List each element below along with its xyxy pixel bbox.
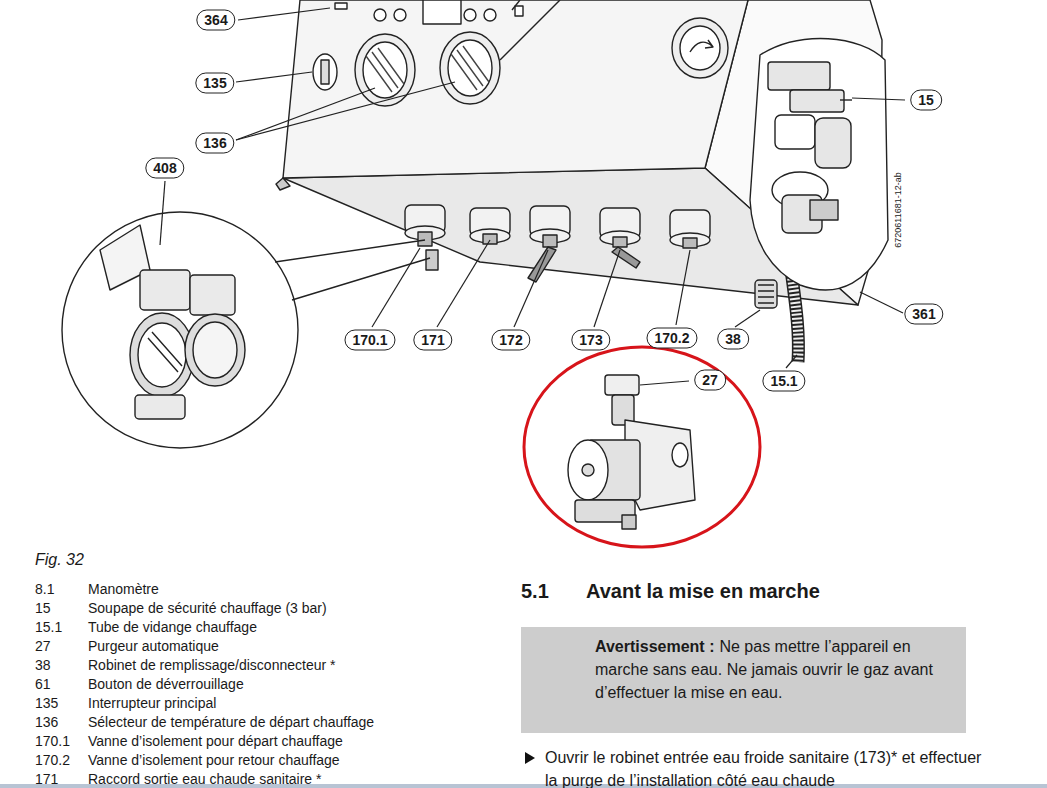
callout-number: 364 (196, 10, 235, 31)
section-title: Avant la mise en marche (586, 580, 820, 603)
legend-key: 171 (35, 771, 58, 788)
legend-text: Tube de vidange chauffage (88, 619, 257, 636)
callout-number: 361 (904, 304, 943, 325)
callout-number: 135 (195, 73, 234, 94)
callout-number: 408 (145, 158, 184, 179)
warning-box: Avertissement :Ne pas mettre l’appareil … (521, 627, 966, 733)
legend-text: Vanne d’isolement pour départ chauffage (88, 733, 343, 750)
instruction-text: Ouvrir le robinet entrée eau froide sani… (545, 746, 985, 788)
legend-key: 170.2 (35, 752, 70, 769)
legend-key: 15.1 (35, 619, 62, 636)
legend-key: 170.1 (35, 733, 70, 750)
legend-key: 135 (35, 695, 58, 712)
callout-number: 15.1 (762, 371, 805, 392)
callout-number: 171 (413, 330, 452, 351)
drawing-code: 6720611681-12-ab (893, 172, 903, 247)
callout-number: 27 (694, 370, 726, 391)
legend-key: 15 (35, 600, 51, 617)
warning-heading: Avertissement : (595, 638, 714, 655)
callout-number: 173 (571, 330, 610, 351)
legend-key: 136 (35, 714, 58, 731)
legend-key: 27 (35, 638, 51, 655)
callout-number: 170.1 (344, 330, 395, 351)
legend-key: 38 (35, 657, 51, 674)
callout-number: 172 (491, 330, 530, 351)
legend-text: Manomètre (88, 581, 159, 598)
legend-text: Bouton de déverrouillage (88, 676, 244, 693)
legend-text: Sélecteur de température de départ chauf… (88, 714, 374, 731)
legend-text: Soupape de sécurité chauffage (3 bar) (88, 600, 327, 617)
legend-text: Interrupteur principal (88, 695, 216, 712)
section-number: 5.1 (521, 580, 549, 603)
callout-number: 38 (717, 329, 749, 350)
legend-text: Purgeur automatique (88, 638, 219, 655)
callout-number: 15 (910, 90, 942, 111)
legend-text: Vanne d’isolement pour retour chauffage (88, 752, 340, 769)
legend-text: Raccord sortie eau chaude sanitaire * (88, 771, 321, 788)
legend-text: Robinet de remplissage/disconnecteur * (88, 657, 335, 674)
legend-key: 61 (35, 676, 51, 693)
warning-text: Avertissement :Ne pas mettre l’appareil … (595, 635, 956, 704)
legend-key: 8.1 (35, 581, 54, 598)
callout-number: 170.2 (646, 328, 697, 349)
figure-label: Fig. 32 (35, 551, 84, 569)
callout-number: 136 (195, 133, 234, 154)
